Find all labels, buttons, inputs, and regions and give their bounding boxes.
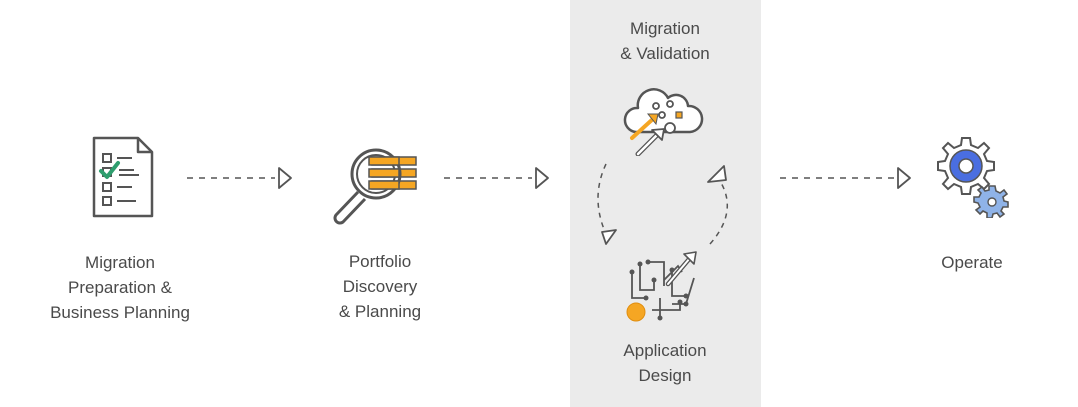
step-label-design: Application Design <box>623 341 707 385</box>
dashed-arrow-3 <box>780 167 911 189</box>
cycle-arrow-left <box>597 163 617 245</box>
checklist-document-icon <box>92 136 154 218</box>
cycle-arrow-right <box>707 165 729 245</box>
step-label-portfolio: Portfolio Discovery & Planning <box>338 252 422 321</box>
dashed-arrow-1 <box>187 167 292 189</box>
step-label-operate: Operate <box>941 253 1003 272</box>
step-label-validation: Migration & Validation <box>620 19 710 63</box>
magnifying-glass-icon <box>328 147 420 227</box>
circuit-design-icon <box>624 250 700 326</box>
cloud-migration-icon <box>622 82 704 157</box>
gears-icon <box>936 136 1010 219</box>
step-label-preparation: Migration Preparation & Business Plannin… <box>50 253 190 322</box>
dashed-arrow-2 <box>444 167 549 189</box>
highlight-panel <box>570 0 761 407</box>
